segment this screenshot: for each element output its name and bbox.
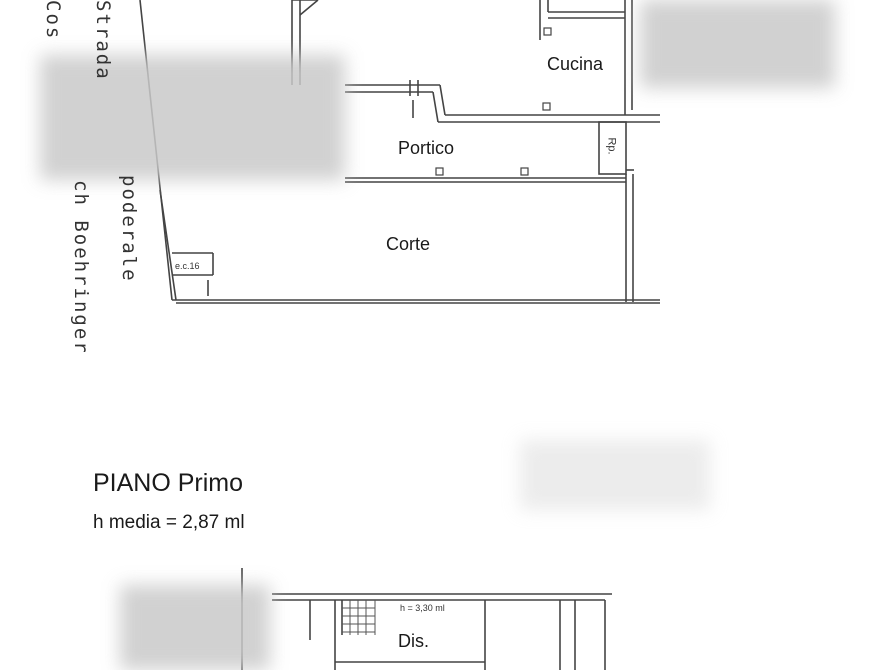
redacted-area [40,55,345,180]
note-ec: e.c.16 [175,261,200,271]
room-corte: Corte [386,234,431,254]
note-height: h = 3,30 ml [400,603,445,613]
floor-title: PIANO Primo [93,469,244,497]
street-label-2: Cos [42,0,64,41]
street-label-3: poderale [118,175,140,283]
street-label-1: Strada [92,0,114,81]
floor-height: h media = 2,87 ml [93,512,245,533]
room-dis: Dis. [398,631,429,651]
room-cucina: Cucina [547,54,604,74]
redacted-area [640,0,835,88]
redacted-area [120,585,270,670]
street-boundary-line-2 [159,189,177,301]
redacted-area [520,440,710,510]
room-rp: Rp. [605,137,618,155]
room-portico: Portico [398,138,455,158]
street-label-4: ch Boehringer [70,180,92,355]
